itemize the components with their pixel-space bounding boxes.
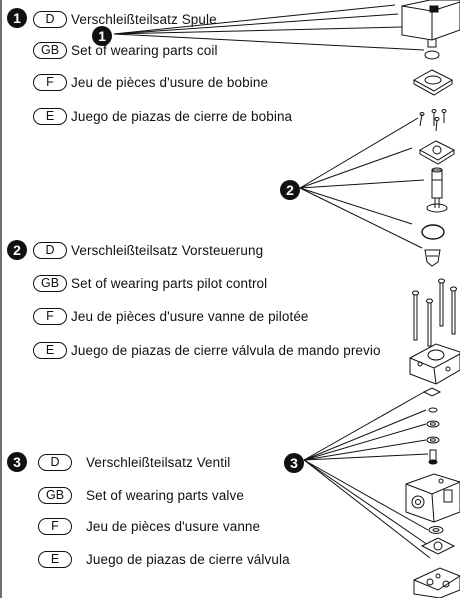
entry-e: E Juego de piazas de cierre válvula (38, 549, 290, 569)
leader-line (303, 409, 427, 461)
entry-text: Jeu de pièces d'usure vanne de pilotée (71, 308, 309, 324)
leader-line (303, 439, 427, 461)
leader-line (299, 147, 413, 189)
leader-line (303, 423, 427, 461)
entry-text: Jeu de pièces d'usure de bobine (71, 74, 269, 90)
language-code-badge: E (38, 550, 72, 568)
entry-text: Set of wearing parts pilot control (71, 275, 268, 291)
entry-text: Verschleißteilsatz Ventil (86, 454, 231, 470)
coil-plate-part (412, 69, 454, 96)
leader-line (299, 187, 413, 225)
entry-text: Juego de piazas de cierre válvula (86, 551, 290, 567)
pilot-cone-part (424, 249, 441, 267)
entry-text: Verschleißteilsatz Spule (71, 11, 217, 27)
language-code-badge: F (33, 307, 67, 325)
leader-line (303, 391, 425, 461)
leader-line (113, 4, 396, 35)
o-ring-part (424, 50, 440, 60)
language-code-badge: GB (33, 41, 67, 59)
leader-line (299, 117, 419, 189)
entry-d: D Verschleißteilsatz Ventil (38, 452, 230, 472)
valve-seals-part (422, 387, 442, 465)
leader-line (303, 459, 431, 559)
callout-number-3: 3 (284, 453, 304, 473)
leader-line (303, 459, 429, 531)
group-number-2: 2 (7, 240, 27, 260)
entry-gb: GB Set of wearing parts pilot control (33, 273, 267, 293)
language-code-badge: D (33, 241, 67, 259)
language-code-badge: F (38, 517, 72, 535)
language-code-badge: E (33, 341, 67, 359)
entry-gb: GB Set of wearing parts coil (33, 40, 218, 60)
language-code-badge: GB (38, 486, 72, 504)
leader-line (113, 13, 399, 35)
pilot-plate-part (418, 140, 456, 165)
callout-number-2: 2 (280, 180, 300, 200)
language-code-badge: GB (33, 274, 67, 292)
language-code-badge: D (38, 453, 72, 471)
leader-line (113, 26, 403, 35)
leader-line (299, 179, 425, 189)
long-screws-part (412, 278, 457, 347)
leader-line (299, 187, 423, 249)
language-code-badge: F (33, 73, 67, 91)
entry-text: Jeu de pièces d'usure vanne (86, 518, 261, 534)
leader-line (303, 459, 429, 546)
callout-number-1: 1 (92, 26, 112, 46)
pilot-screws-part (419, 109, 447, 132)
pilot-o-ring-part (421, 224, 445, 240)
entry-text: Juego de piazas de cierre válvula de man… (71, 342, 381, 358)
valve-body-part (405, 473, 460, 523)
group-number-1: 1 (7, 8, 27, 28)
entry-f: F Jeu de pièces d'usure vanne (38, 516, 260, 536)
group-number-3: 3 (7, 452, 27, 472)
coil-part (401, 0, 460, 48)
entry-e: E Juego de piazas de cierre válvula de m… (33, 340, 381, 360)
valve-cover-part (409, 343, 460, 385)
plunger-part (426, 167, 448, 213)
entry-e: E Juego de piazas de cierre de bobina (33, 106, 292, 126)
entry-text: Verschleißteilsatz Vorsteuerung (71, 242, 264, 258)
entry-text: Set of wearing parts valve (86, 487, 244, 503)
leader-line (303, 453, 429, 461)
entry-text: Set of wearing parts coil (71, 42, 218, 58)
valve-bottom-plate-part (413, 567, 460, 598)
entry-f: F Jeu de pièces d'usure de bobine (33, 72, 268, 92)
valve-washer-part (428, 526, 444, 534)
entry-f: F Jeu de pièces d'usure vanne de pilotée (33, 306, 309, 326)
entry-gb: GB Set of wearing parts valve (38, 485, 244, 505)
entry-d: D Verschleißteilsatz Vorsteuerung (33, 240, 263, 260)
entry-d: D Verschleißteilsatz Spule (33, 9, 217, 29)
leader-line (113, 33, 425, 51)
language-code-badge: D (33, 10, 67, 28)
language-code-badge: E (33, 107, 67, 125)
valve-diaphragm-part (420, 537, 456, 555)
entry-text: Juego de piazas de cierre de bobina (71, 108, 293, 124)
